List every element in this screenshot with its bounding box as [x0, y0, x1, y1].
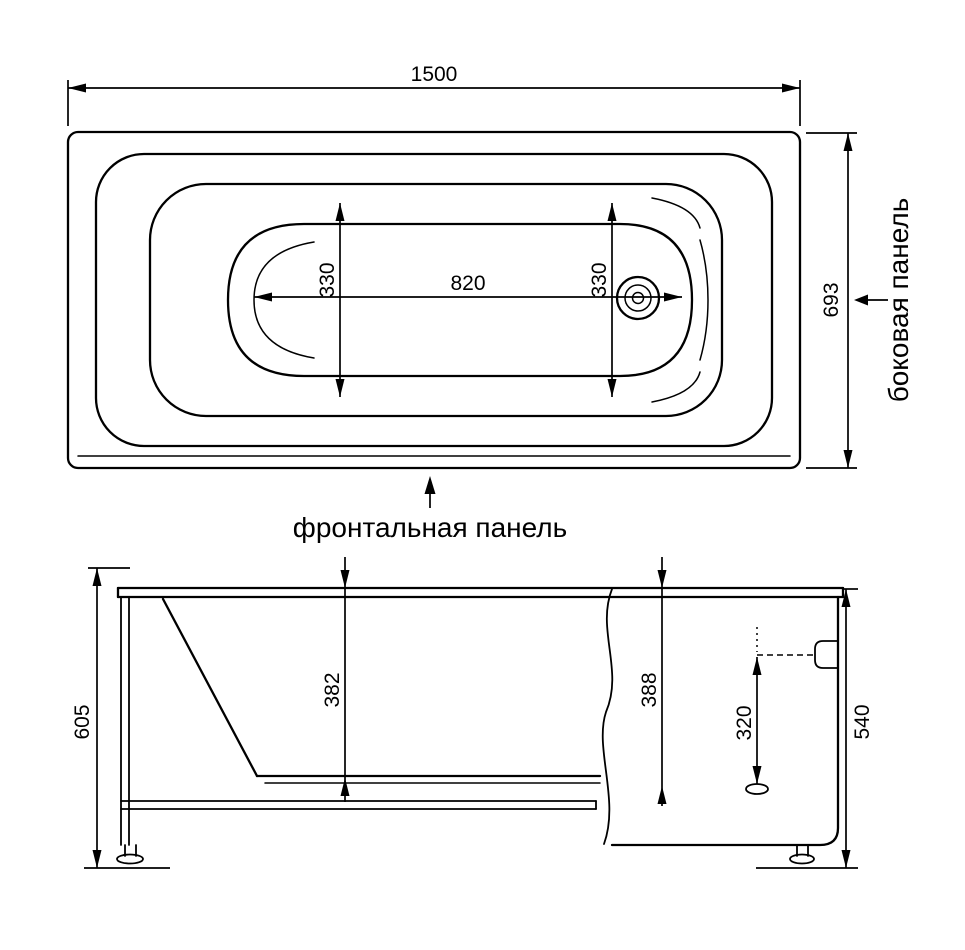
- dimension-inner-length-820: 820: [254, 272, 682, 302]
- tub-basin-top-edge: [148, 182, 724, 418]
- dimension-depth-388: 388: [638, 557, 667, 806]
- dimension-330-right: 330: [588, 203, 617, 397]
- foot-right: [789, 844, 815, 865]
- dim-text-width: 693: [820, 282, 843, 317]
- support-frame: [120, 596, 597, 846]
- tub-basin-bottom-edge: [226, 222, 694, 378]
- basin-slope-contour-right: [699, 239, 709, 361]
- drain: [615, 275, 661, 321]
- tub-rim-inner-edge: [94, 152, 774, 448]
- dim-text-rear-depth: 388: [638, 672, 661, 707]
- dimension-depth-382: 382: [321, 557, 350, 802]
- drain-outer-ring: [615, 275, 661, 321]
- panel-right-and-bottom-edge: [610, 595, 840, 847]
- basin-slope-contour-left: [253, 241, 315, 359]
- dim-text-330-right: 330: [588, 262, 611, 297]
- arrowhead-up: [340, 778, 350, 796]
- arrowhead-up: [92, 568, 102, 586]
- tub-outer-edge: [66, 130, 802, 470]
- dimension-width-693: 693: [806, 132, 857, 469]
- leader-arrowhead: [424, 476, 436, 494]
- arrowhead-up: [752, 657, 762, 675]
- dim-text-inner-length: 820: [450, 272, 485, 295]
- dim-text-inner-depth: 382: [321, 672, 344, 707]
- drain-mid-ring: [624, 284, 652, 312]
- top-view: 1500 693 820 330: [66, 63, 914, 543]
- side-view: 605 382 388 320 540: [71, 557, 874, 869]
- arrowhead-down: [340, 570, 350, 588]
- leader-arrowhead: [854, 294, 868, 306]
- dim-text-length: 1500: [411, 63, 458, 86]
- arrowhead-up: [841, 589, 851, 607]
- drain-hole: [631, 291, 645, 305]
- arrowhead-right: [664, 292, 682, 302]
- arrowhead-down: [92, 850, 102, 868]
- foot-pad: [116, 853, 144, 865]
- dimension-330-left: 330: [316, 203, 345, 397]
- arrowhead-down: [657, 570, 667, 588]
- arrowhead-down: [752, 766, 762, 784]
- front-panel-label: фронтальная панель: [293, 512, 567, 543]
- tub-back-slope: [161, 597, 259, 778]
- corner-detail-bottom-right: [651, 371, 701, 403]
- arrowhead-up: [843, 133, 853, 151]
- dim-text-330-left: 330: [316, 262, 339, 297]
- foot-pad: [789, 853, 815, 865]
- dim-text-total-height: 605: [71, 704, 94, 739]
- dim-text-overflow: 320: [733, 705, 756, 740]
- arrowhead-up: [657, 786, 667, 804]
- dimension-overflow-320: 320: [733, 657, 762, 784]
- front-panel-callout: фронтальная панель: [293, 476, 567, 543]
- tub-side-profile: [116, 586, 845, 847]
- arrowhead-down: [841, 850, 851, 868]
- arrowhead-right: [782, 83, 800, 93]
- corner-detail-top-right: [651, 197, 701, 229]
- drain-hole-side: [745, 783, 769, 795]
- break-line: [601, 588, 614, 845]
- tub-top-outline: [66, 130, 802, 470]
- arrowhead-left: [68, 83, 86, 93]
- arrowhead-down: [335, 379, 345, 397]
- dim-text-panel-height: 540: [851, 704, 874, 739]
- side-panel-label: боковая панель: [883, 198, 914, 403]
- arrowhead-left: [254, 292, 272, 302]
- dimension-height-605: 605: [71, 567, 130, 868]
- side-panel-callout: боковая панель: [854, 198, 914, 403]
- foot-left: [116, 844, 144, 865]
- arrowhead-up: [607, 203, 617, 221]
- arrowhead-down: [843, 450, 853, 468]
- arrowhead-down: [607, 379, 617, 397]
- arrowhead-up: [335, 203, 345, 221]
- dimension-length-1500: 1500: [67, 63, 801, 126]
- overflow-fitting: [814, 640, 839, 669]
- dimension-height-540: 540: [841, 588, 874, 868]
